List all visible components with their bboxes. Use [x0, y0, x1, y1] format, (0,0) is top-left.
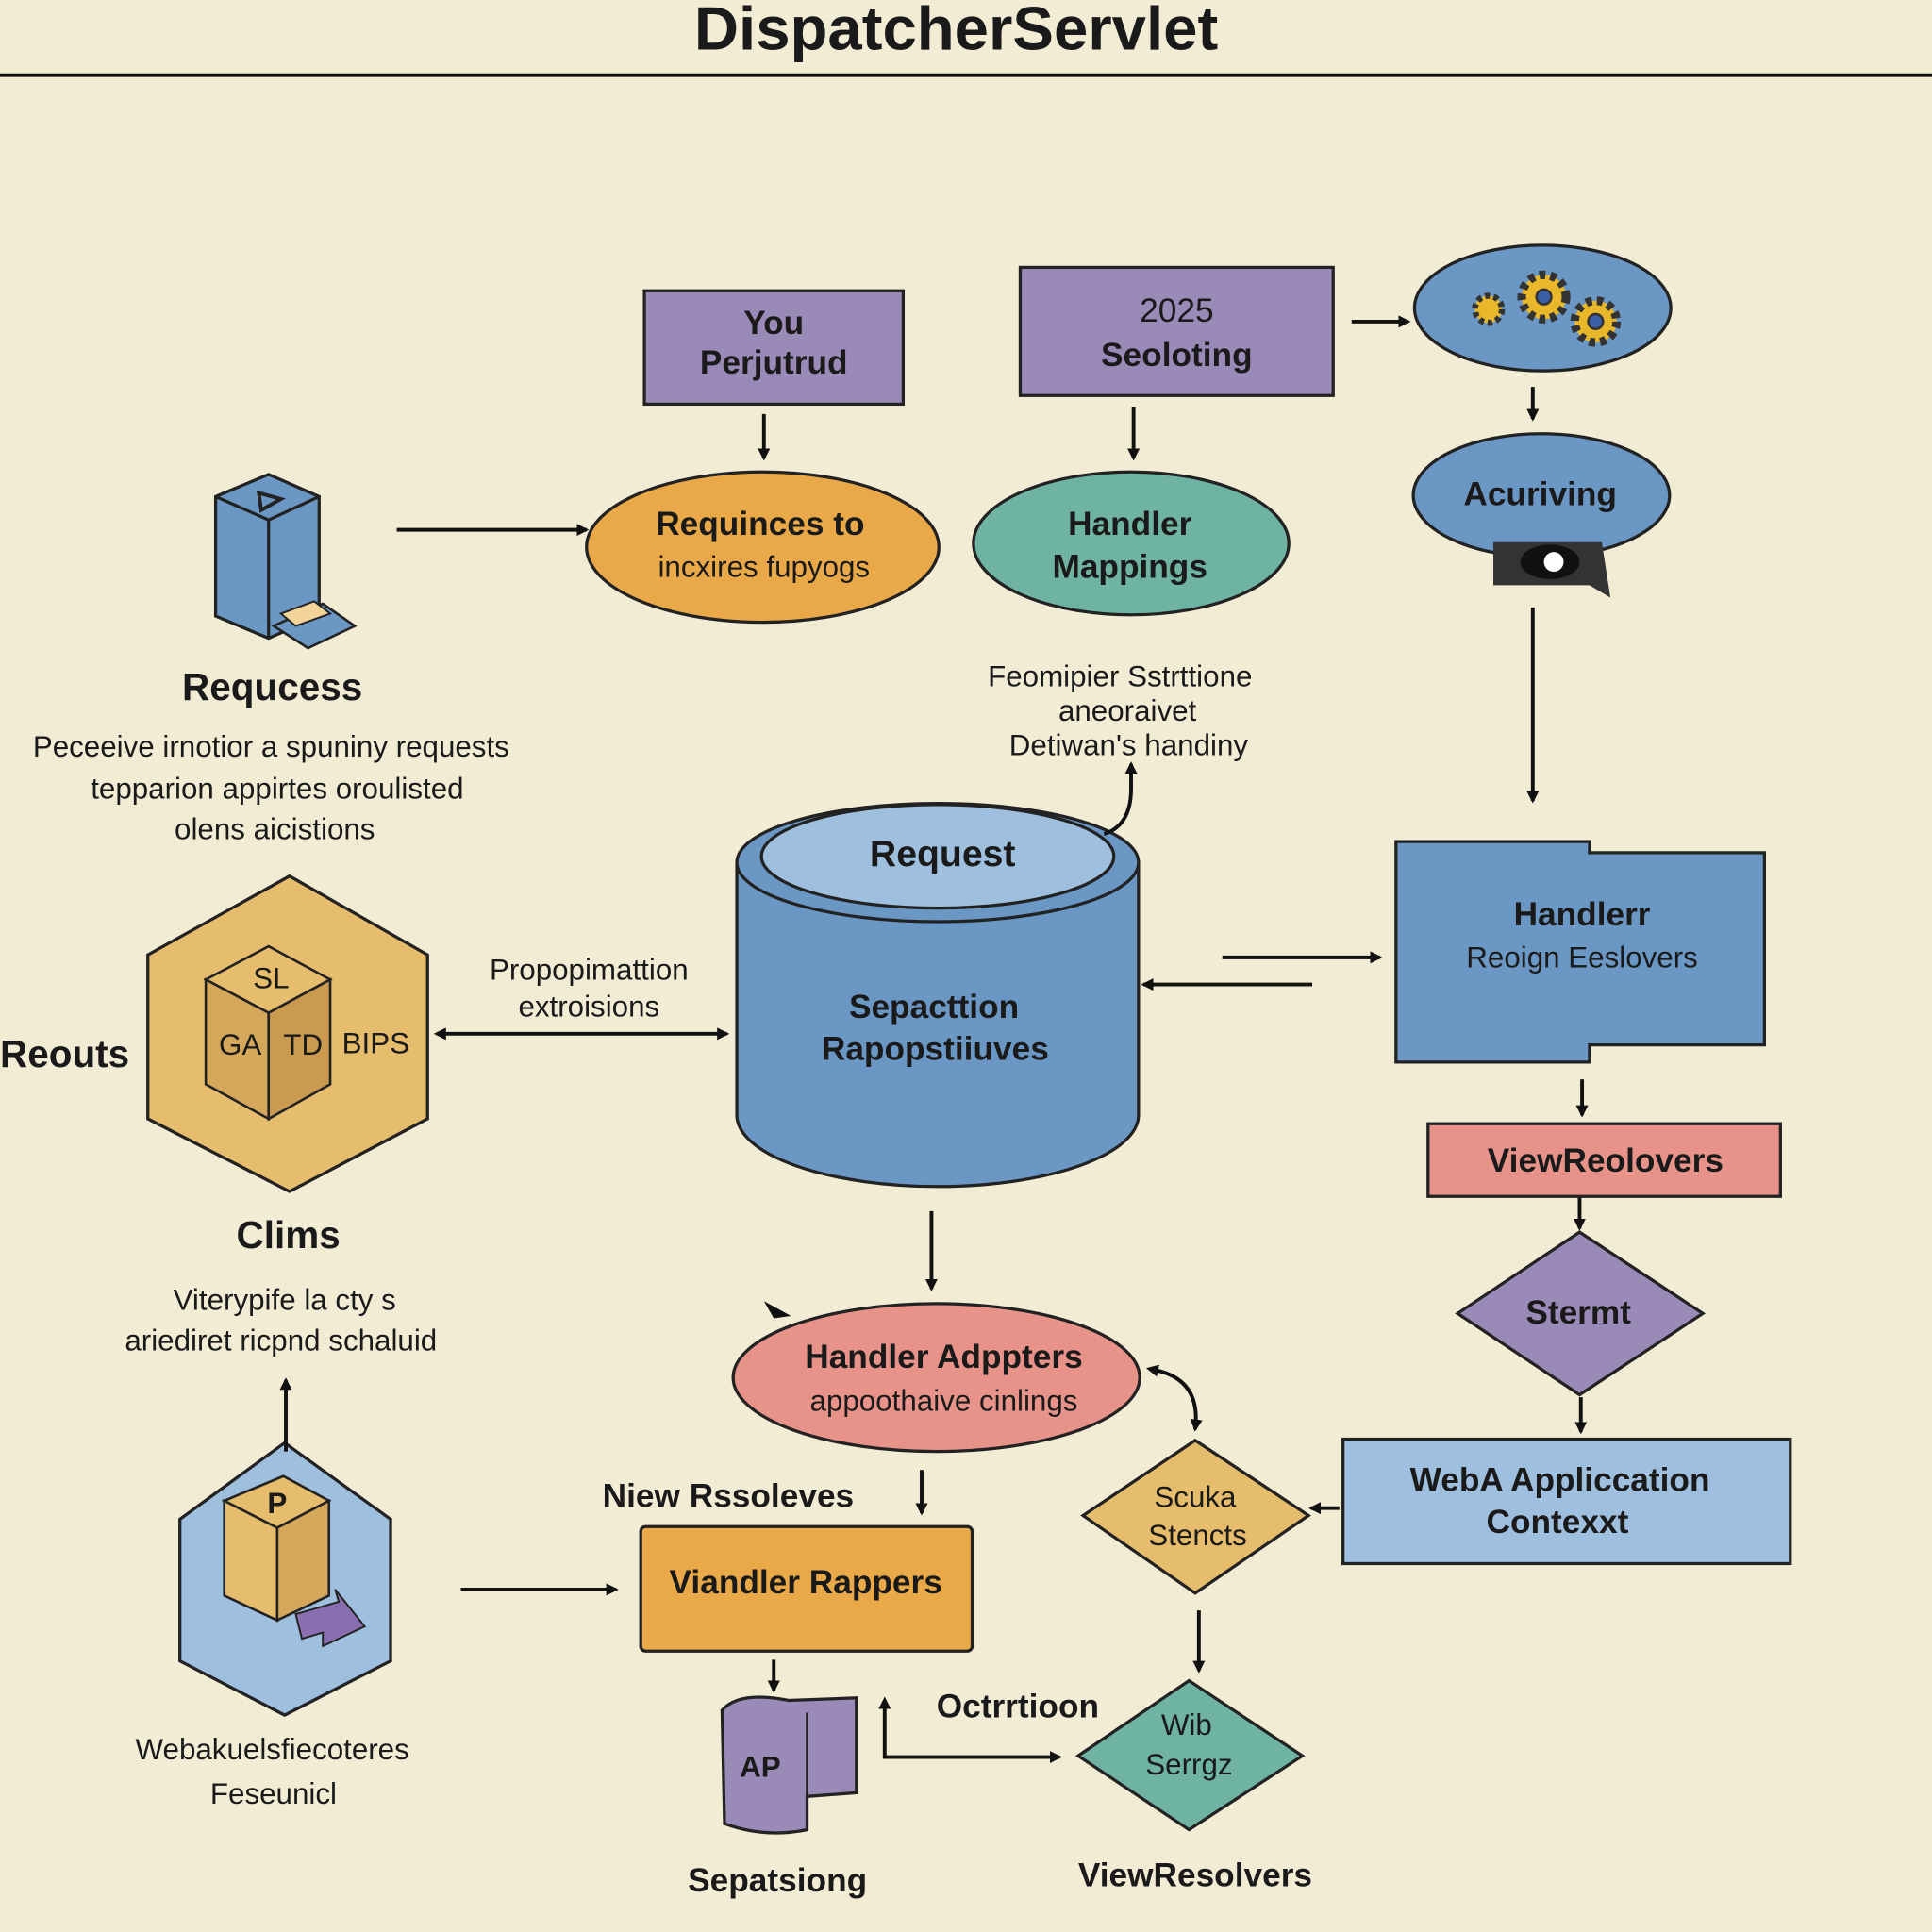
camera-icon	[1493, 541, 1611, 598]
svg-text:Serrgz: Serrgz	[1145, 1748, 1232, 1781]
view-resolvers-label: ViewResolvers	[1078, 1857, 1312, 1894]
gears-node[interactable]	[1412, 243, 1673, 373]
svg-text:SL: SL	[253, 962, 289, 995]
stermt-decision[interactable]: Stermt	[1455, 1230, 1707, 1397]
svg-text:Feseunicl: Feseunicl	[210, 1777, 337, 1810]
svg-text:ariediret ricpnd schaluid: ariediret ricpnd schaluid	[125, 1324, 437, 1357]
handler-adppters-node[interactable]: Handler Adppters appoothaive cinlings	[731, 1302, 1141, 1454]
svg-text:Mappings: Mappings	[1052, 549, 1208, 586]
scuka-decision[interactable]: Scuka Stencts	[1080, 1438, 1312, 1595]
connectors	[279, 315, 1589, 1764]
svg-text:AP: AP	[740, 1750, 781, 1783]
svg-text:Handler Adppters: Handler Adppters	[805, 1339, 1082, 1375]
requinces-node[interactable]: Requinces to incxires fupyogs	[585, 470, 941, 625]
gears-icon	[1472, 270, 1622, 347]
reouts-node[interactable]: SL GA TD BIPS Reouts	[0, 874, 429, 1193]
svg-text:WebA Appliccation: WebA Appliccation	[1410, 1461, 1710, 1498]
svg-text:tepparion appirtes oroulisted: tepparion appirtes oroulisted	[91, 772, 463, 805]
propopimattion-label: Propopimattion extroisions	[490, 953, 689, 1023]
server-icon	[213, 473, 358, 650]
svg-text:P: P	[267, 1487, 287, 1520]
svg-text:Handler: Handler	[1068, 506, 1192, 542]
svg-text:BIPS: BIPS	[342, 1027, 409, 1060]
cube-icon	[203, 944, 333, 1122]
ap-scroll-node[interactable]: AP Sepatsiong	[688, 1695, 867, 1899]
requcess-node[interactable]: Requcess Peceeive irnotior a spuniny req…	[33, 473, 509, 846]
svg-text:Requcess: Requcess	[182, 665, 362, 708]
svg-text:extroisions: extroisions	[518, 991, 659, 1024]
svg-text:Scuka: Scuka	[1154, 1480, 1237, 1513]
svg-text:incxires fupyogs: incxires fupyogs	[658, 550, 870, 583]
you-perjutrud-box[interactable]: You Perjutrud	[642, 289, 906, 407]
handlerr-resolvers-node[interactable]: Handlerr Reoign Eeslovers	[1394, 840, 1766, 1064]
svg-text:Detiwan's handiny: Detiwan's handiny	[1009, 729, 1249, 762]
svg-text:Reoign Eeslovers: Reoign Eeslovers	[1466, 941, 1698, 974]
svg-text:GA: GA	[219, 1028, 261, 1061]
handler-mappings-node[interactable]: Handler Mappings	[972, 470, 1291, 617]
acuriving-node[interactable]: Acuriving	[1411, 432, 1672, 598]
svg-text:Perjutrud: Perjutrud	[700, 344, 848, 381]
svg-text:Handlerr: Handlerr	[1514, 896, 1651, 933]
svg-text:Peceeive irnotior a spuniny re: Peceeive irnotior a spuniny requests	[33, 730, 509, 763]
svg-text:You: You	[743, 305, 804, 341]
clims-note: Clims Viterypife la cty s ariediret ricp…	[125, 1213, 437, 1357]
svg-text:Sepacttion: Sepacttion	[849, 989, 1019, 1025]
octrrtioon-label: Octrrtioon	[937, 1689, 1099, 1725]
wib-serrgz-decision[interactable]: Wib Serrgz	[1074, 1678, 1306, 1832]
web-application-context-box[interactable]: WebA Appliccation Contexxt	[1341, 1437, 1792, 1566]
request-database[interactable]: Request Sepacttion Rapopstiiuves	[735, 801, 1141, 1189]
svg-text:Contexxt: Contexxt	[1487, 1504, 1629, 1541]
svg-text:Acuriving: Acuriving	[1463, 476, 1617, 513]
svg-text:Seoloting: Seoloting	[1101, 337, 1253, 374]
svg-text:2025: 2025	[1140, 292, 1213, 329]
svg-text:TD: TD	[283, 1028, 323, 1061]
svg-text:Rapopstiiuves: Rapopstiiuves	[822, 1030, 1049, 1067]
svg-text:Webakuelsfiecoteres: Webakuelsfiecoteres	[136, 1733, 409, 1766]
svg-text:Stermt: Stermt	[1525, 1294, 1631, 1331]
svg-text:appoothaive cinlings: appoothaive cinlings	[810, 1385, 1078, 1418]
p-cube-node[interactable]: P Webakuelsfiecoteres Feseunicl	[136, 1441, 409, 1810]
svg-text:Clims: Clims	[237, 1213, 341, 1257]
svg-text:Propopimattion: Propopimattion	[490, 953, 689, 986]
seoloting-box[interactable]: 2025 Seoloting	[1018, 265, 1335, 397]
svg-text:Sepatsiong: Sepatsiong	[688, 1862, 867, 1899]
viandler-rappers-box[interactable]: Viandler Rappers	[639, 1524, 974, 1653]
svg-text:aneoraivet: aneoraivet	[1058, 694, 1197, 727]
svg-text:Requinces to: Requinces to	[656, 506, 864, 542]
svg-text:Request: Request	[870, 834, 1016, 874]
svg-text:Feomipier Sstrttione: Feomipier Sstrttione	[988, 660, 1252, 693]
svg-text:Viterypife la cty s: Viterypife la cty s	[174, 1283, 396, 1316]
svg-text:olens aicistions: olens aicistions	[175, 812, 375, 845]
box-icon	[221, 1474, 367, 1648]
svg-text:Wib: Wib	[1161, 1708, 1212, 1741]
svg-text:Viandler Rappers: Viandler Rappers	[670, 1564, 942, 1601]
svg-text:ViewReolovers: ViewReolovers	[1488, 1142, 1724, 1179]
view-reolovers-box[interactable]: ViewReolovers	[1426, 1122, 1782, 1198]
feomipier-note: Feomipier Sstrttione aneoraivet Detiwan'…	[988, 660, 1252, 762]
niew-rssoleves-label: Niew Rssoleves	[603, 1477, 854, 1514]
svg-text:Stencts: Stencts	[1148, 1519, 1246, 1552]
svg-text:Reouts: Reouts	[0, 1032, 129, 1075]
page-title: DispatcherServlet	[694, 0, 1218, 62]
